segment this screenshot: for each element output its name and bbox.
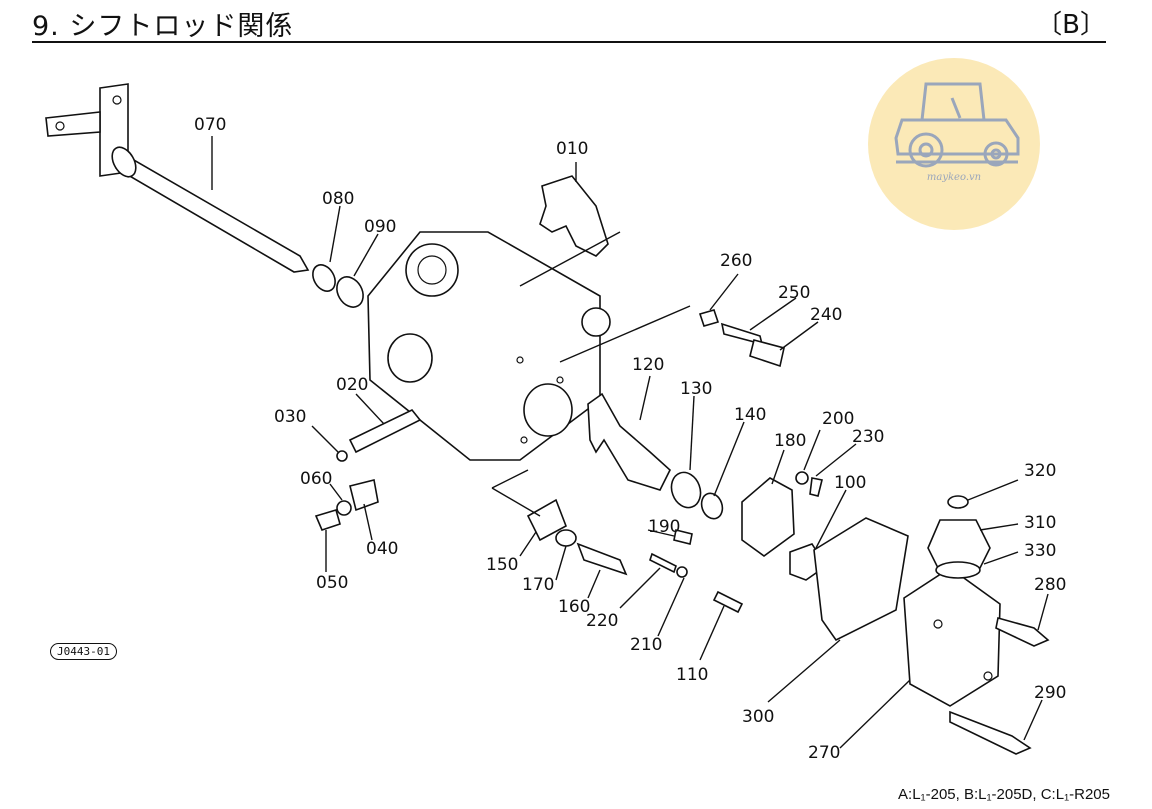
plate-040: [349, 479, 379, 512]
washer-060: [336, 500, 352, 516]
leader-lines: [211, 136, 1049, 749]
label-140: 140: [734, 405, 766, 425]
cover-270: [903, 567, 1001, 707]
label-210: 210: [630, 635, 662, 655]
label-270: 270: [808, 743, 840, 763]
label-200: 200: [822, 409, 854, 429]
label-050: 050: [316, 573, 348, 593]
plunger-240: [749, 339, 785, 368]
label-290: 290: [1034, 683, 1066, 703]
ball-210: [676, 566, 688, 578]
label-070: 070: [194, 115, 226, 135]
shift-shaft-120: [587, 392, 671, 491]
shift-arm-180: [741, 477, 795, 557]
label-170: 170: [522, 575, 554, 595]
title-rule: [32, 41, 1106, 43]
pin-020: [348, 409, 422, 454]
watermark-text: maykeo.vn: [926, 172, 982, 183]
ring-320: [947, 495, 969, 509]
nut-170: [555, 529, 577, 547]
bolt-290: [949, 710, 1032, 755]
oil-seal-130: [670, 471, 702, 509]
label-090: 090: [364, 217, 396, 237]
label-020: 020: [336, 375, 368, 395]
bolt-280: [995, 616, 1050, 647]
label-230: 230: [852, 427, 884, 447]
label-190: 190: [648, 517, 680, 537]
label-080: 080: [322, 189, 354, 209]
page-header: 9. シフトロッド関係 〔B〕: [0, 0, 1152, 44]
washer-080: [312, 264, 336, 292]
shift-rod-070: [45, 83, 310, 273]
clip-030: [336, 450, 348, 462]
shift-fork-010: [539, 175, 609, 257]
model-code: 〔B〕: [1036, 10, 1106, 40]
seal-090: [336, 276, 364, 308]
bolt-050: [314, 509, 341, 531]
gasket-300: [813, 517, 909, 642]
watermark-logo: maykeo.vn: [868, 58, 1040, 230]
label-100: 100: [834, 473, 866, 493]
label-280: 280: [1034, 575, 1066, 595]
part-labels: 070 010 080 090 260 250 240 120 020 130 …: [194, 115, 1066, 763]
label-250: 250: [778, 283, 810, 303]
label-110: 110: [676, 665, 708, 685]
pin-230: [809, 477, 823, 497]
label-120: 120: [632, 355, 664, 375]
label-040: 040: [366, 539, 398, 559]
washer-200: [795, 471, 809, 485]
label-240: 240: [810, 305, 842, 325]
clamp-330: [935, 561, 981, 579]
label-030: 030: [274, 407, 306, 427]
model-footer: A:L₁-205, B:L₁-205D, C:L₁-R205: [898, 786, 1110, 803]
nut-260: [698, 309, 720, 327]
page-title: 9. シフトロッド関係: [32, 11, 294, 42]
figure-id: J0443-01: [50, 643, 117, 660]
pin-190: [673, 529, 693, 545]
label-300: 300: [742, 707, 774, 727]
label-150: 150: [486, 555, 518, 575]
label-160: 160: [558, 597, 590, 617]
label-220: 220: [586, 611, 618, 631]
label-060: 060: [300, 469, 332, 489]
ring-140: [700, 492, 724, 520]
pin-110: [712, 590, 744, 614]
label-010: 010: [556, 139, 588, 159]
spring-220: [649, 552, 677, 574]
label-310: 310: [1024, 513, 1056, 533]
label-180: 180: [774, 431, 806, 451]
tractor-icon: [894, 82, 1020, 168]
label-330: 330: [1024, 541, 1056, 561]
label-260: 260: [720, 251, 752, 271]
stopper-160: [576, 542, 628, 576]
label-320: 320: [1024, 461, 1056, 481]
label-130: 130: [680, 379, 712, 399]
